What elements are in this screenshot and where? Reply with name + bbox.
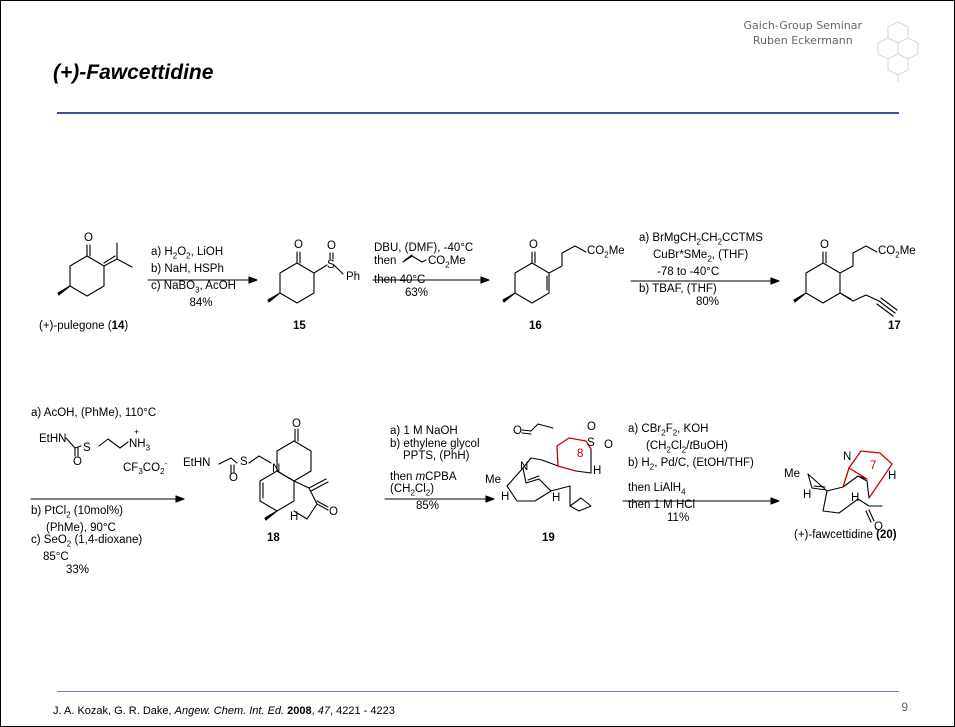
- ring-size-8-label: 8: [577, 448, 584, 460]
- reagent-nh3: NH3: [129, 438, 151, 453]
- conditions-step-1: a) H2O2, LiOH b) NaH, HSPh c) NaBO3, AcO…: [151, 246, 236, 310]
- group-co2me: CO2Me: [878, 245, 916, 260]
- page-number: 9: [901, 700, 908, 714]
- c18-ethn: EtHN: [183, 457, 211, 469]
- c18-h: H: [290, 511, 299, 523]
- structure-pulegone-14: [57, 242, 133, 297]
- structure-18: [218, 428, 329, 521]
- c20-h: H: [803, 489, 812, 501]
- c20-h: H: [888, 470, 897, 482]
- c19-o: O: [587, 421, 596, 433]
- c19-h: H: [593, 465, 602, 477]
- c19-me: Me: [485, 474, 501, 486]
- c19-n: N: [520, 461, 529, 473]
- conditions-step-5: a) 1 M NaOH b) ethylene glycol PPTS, (Ph…: [390, 425, 480, 512]
- c18-s: S: [240, 456, 248, 468]
- citation: J. A. Kozak, G. R. Dake, Angew. Chem. In…: [53, 705, 395, 717]
- conditions-step-4-bottom: b) PtCl2 (10mol%) (PhMe), 90°C c) SeO2 (…: [31, 505, 143, 576]
- c20-o: O: [874, 521, 883, 533]
- c20-me: Me: [784, 468, 800, 480]
- label-compound-18: 18: [267, 532, 280, 544]
- c19-h: H: [501, 491, 510, 503]
- structure-16: [502, 245, 587, 304]
- structure-20: [807, 473, 883, 523]
- conditions-step-2: DBU, (DMF), -40°C then then 40°C 63%: [374, 242, 474, 299]
- atom-o: O: [529, 239, 538, 251]
- structure-20-ring7: [842, 450, 893, 499]
- header: Gaich-Group Seminar Ruben Eckermann: [744, 18, 862, 48]
- header-seminar: Gaich-Group Seminar: [743, 19, 862, 32]
- atom-o: O: [84, 232, 93, 244]
- title-divider: [57, 112, 899, 114]
- c18-o: O: [292, 418, 301, 430]
- c19-h: H: [552, 492, 561, 504]
- atom-o: O: [820, 239, 829, 251]
- atom-s: S: [327, 259, 335, 271]
- structure-17: [793, 245, 898, 317]
- group-ph: Ph: [346, 271, 361, 283]
- c19-o: O: [513, 425, 522, 437]
- counterion-cf3co2: CF3CO2-: [123, 459, 168, 477]
- structure-19-ring8: [556, 437, 592, 472]
- c20-h: H: [851, 492, 860, 504]
- structure-15: [267, 251, 344, 304]
- group-co2me: CO2Me: [587, 245, 625, 260]
- reagent-ethn: EtHN: [39, 433, 67, 445]
- header-presenter: Ruben Eckermann: [752, 34, 853, 47]
- charge-plus: +: [134, 427, 140, 437]
- conditions-step-4-top: a) AcOH, (PhMe), 110°C: [31, 407, 157, 419]
- c20-n: N: [843, 451, 852, 463]
- c19-s: S: [587, 437, 595, 449]
- acrylate-co2me: CO2Me: [428, 255, 466, 270]
- c18-o: O: [229, 472, 238, 484]
- structure-19: [506, 423, 592, 512]
- group-logo-icon: [877, 21, 919, 82]
- label-compound-19: 19: [542, 532, 555, 544]
- reagent-s: S: [83, 442, 91, 454]
- atom-o: O: [294, 239, 303, 251]
- slide-title: (+)-Fawcettidine: [53, 61, 214, 84]
- c18-n: N: [272, 463, 281, 475]
- label-compound-15: 15: [293, 320, 306, 332]
- ring-size-7-label: 7: [870, 460, 877, 472]
- reagent-o: O: [73, 456, 82, 468]
- conditions-step-6: a) CBr2F2, KOH (CH2Cl2/tBuOH) b) H2, Pd/…: [628, 423, 754, 524]
- label-compound-17: 17: [888, 320, 901, 332]
- label-compound-16: 16: [529, 320, 542, 332]
- label-fawcettidine-20: (+)-fawcettidine (20): [794, 529, 897, 541]
- conditions-step-3: a) BrMgCH2CH2CCTMS CuBr*SMe2, (THF) -78 …: [639, 232, 763, 308]
- c18-o: O: [329, 506, 338, 518]
- label-pulegone-14: (+)-pulegone (14): [39, 320, 129, 332]
- c19-o: O: [604, 439, 613, 451]
- atom-o: O: [327, 240, 336, 252]
- footer-divider: [57, 691, 899, 692]
